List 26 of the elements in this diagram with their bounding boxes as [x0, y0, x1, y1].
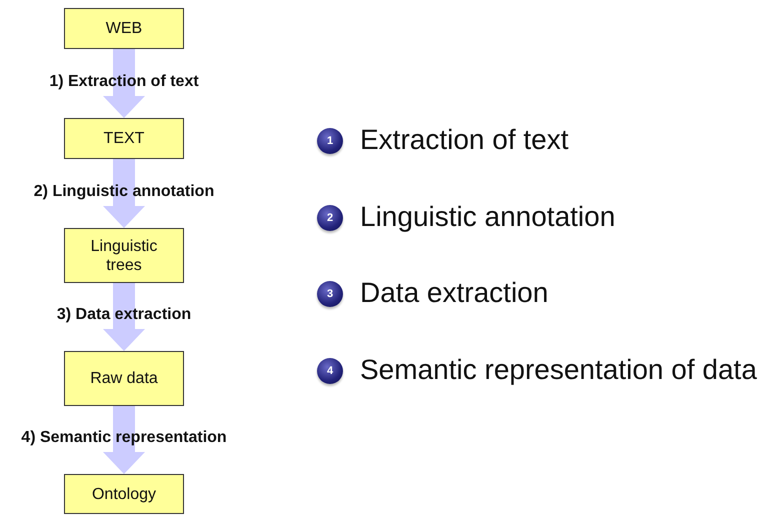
process-box	[64, 8, 184, 49]
block-arrow	[103, 283, 145, 351]
edge-label: 3) Data extraction	[56, 306, 192, 324]
box-label: Ontology	[90, 484, 158, 504]
block-arrow	[103, 406, 145, 474]
edge-label: 2) Linguistic annotation	[34, 182, 214, 200]
list-item-text: Extraction of text	[360, 124, 569, 156]
process-box	[64, 228, 184, 283]
number-bullet: 3	[317, 281, 343, 307]
box-label: WEB	[104, 19, 144, 38]
number-bullet: 2	[317, 204, 343, 230]
box-label: Linguistic trees	[90, 236, 158, 274]
list-item-text: Linguistic annotation	[360, 200, 616, 232]
edge-label: 4) Semantic representation	[21, 429, 227, 447]
block-arrow	[103, 159, 145, 228]
edge-label: 1) Extraction of text	[49, 72, 199, 90]
number-bullet: 1	[317, 128, 343, 154]
box-label: TEXT	[102, 129, 146, 148]
number-bullet: 4	[317, 358, 343, 384]
block-arrow	[103, 49, 145, 118]
process-box	[64, 474, 184, 514]
process-box	[64, 351, 184, 406]
box-label: Raw data	[89, 369, 159, 388]
process-box	[64, 118, 184, 159]
list-item-text: Data extraction	[360, 277, 548, 309]
list-item-text: Semantic representation of data	[360, 354, 757, 386]
